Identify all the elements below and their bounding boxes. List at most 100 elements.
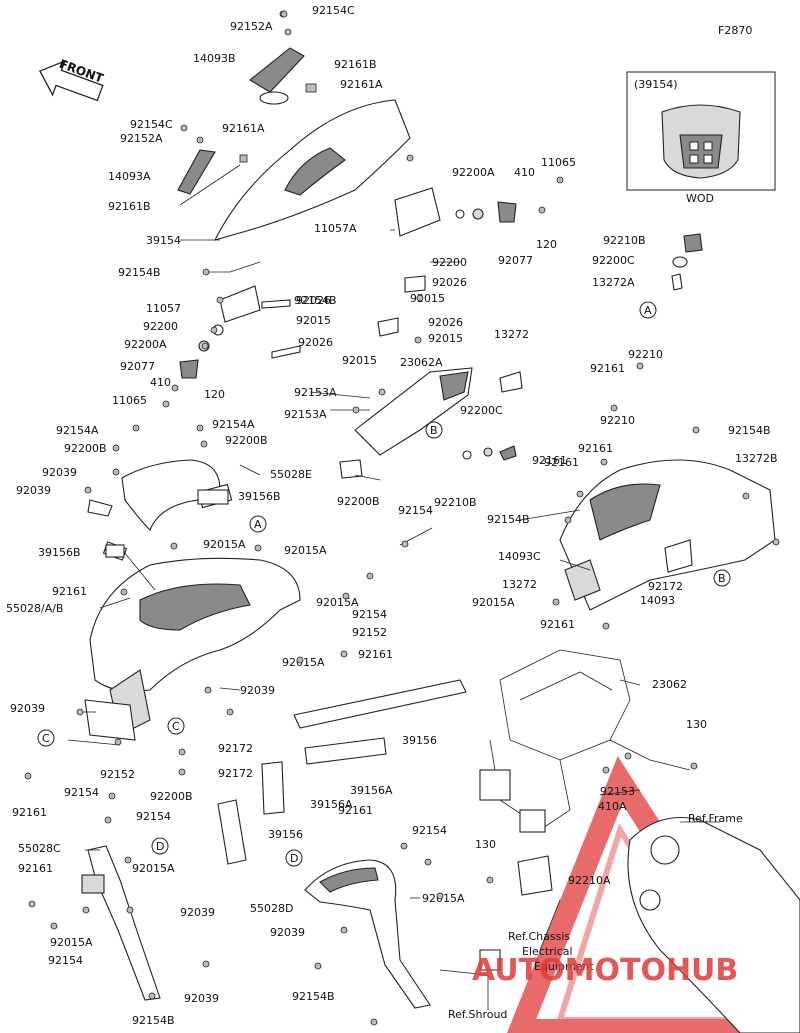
fastener-marker xyxy=(486,876,494,884)
part-label: 92161 xyxy=(12,806,47,819)
fastener-marker xyxy=(538,206,546,214)
part-label: 23062 xyxy=(652,678,687,691)
part-label: 14093 xyxy=(640,594,675,607)
part-label: 11065 xyxy=(112,394,147,407)
filler-panels-39156 xyxy=(105,489,467,865)
fastener-marker xyxy=(178,768,186,776)
part-label: 92200B xyxy=(225,434,268,447)
part-label: 92161 xyxy=(532,454,567,467)
part-label: 120 xyxy=(536,238,557,251)
top-bracket-parts xyxy=(177,10,317,195)
part-label: 55028/A/B xyxy=(6,602,63,615)
fastener-marker xyxy=(216,296,224,304)
part-label: 92172 xyxy=(218,767,253,780)
windshield-mount-brackets xyxy=(179,187,517,379)
callout-letter: B xyxy=(430,424,438,437)
part-label: 130 xyxy=(475,838,496,851)
part-label: 55028E xyxy=(270,468,312,481)
leader-lines xyxy=(67,164,720,1010)
part-label: 92200C xyxy=(460,404,503,417)
part-label: 92172 xyxy=(218,742,253,755)
watermark-text: AUTOMOTOHUB xyxy=(472,953,738,988)
part-label: 92210 xyxy=(600,414,635,427)
part-label: 11065 xyxy=(541,156,576,169)
part-label: 14093B xyxy=(193,52,236,65)
fastener-marker xyxy=(162,400,170,408)
fastener-marker xyxy=(120,588,128,596)
part-label: 92026 xyxy=(432,276,467,289)
part-label: 92200A xyxy=(452,166,495,179)
fastener-marker xyxy=(148,992,156,1000)
part-label: 120 xyxy=(204,388,225,401)
callout-letter: A xyxy=(644,304,652,317)
part-label: 14093C xyxy=(498,550,541,563)
fastener-marker xyxy=(210,326,218,334)
part-label: 92200 xyxy=(432,256,467,269)
fastener-marker xyxy=(624,752,632,760)
fastener-marker xyxy=(406,154,414,162)
fastener-marker xyxy=(104,816,112,824)
callout-letter: B xyxy=(718,572,726,585)
fastener-marker xyxy=(202,960,210,968)
part-label: 92154 xyxy=(64,786,99,799)
part-label: 92154 xyxy=(48,954,83,967)
fastener-marker xyxy=(692,426,700,434)
part-label: 92015A xyxy=(203,538,246,551)
part-label: 92161 xyxy=(52,585,87,598)
lower-bracket-55028c xyxy=(81,845,161,1001)
ref-chassis-line1: Ref.Chassis xyxy=(508,930,570,943)
part-label: 92015 xyxy=(342,354,377,367)
callout-marker: D xyxy=(285,849,303,867)
fastener-marker xyxy=(108,792,116,800)
part-label: 39156A xyxy=(310,798,353,811)
part-label: 13272B xyxy=(735,452,778,465)
part-label: 92154A xyxy=(212,418,255,431)
fastener-marker xyxy=(564,516,572,524)
part-label: 39156A xyxy=(350,784,393,797)
fastener-marker xyxy=(196,424,204,432)
callout-letter: D xyxy=(290,852,298,865)
part-label: 92015A xyxy=(282,656,325,669)
part-label: 92161B xyxy=(334,58,377,71)
part-label: 13272A xyxy=(592,276,635,289)
wod-inset xyxy=(626,71,776,191)
fastener-marker xyxy=(352,406,360,414)
callout-letter: D xyxy=(156,840,164,853)
part-label: 39156B xyxy=(238,490,281,503)
part-label: 92154B xyxy=(292,990,335,1003)
fastener-marker xyxy=(202,268,210,276)
fastener-marker xyxy=(254,544,262,552)
part-label: 92077 xyxy=(498,254,533,267)
fastener-marker xyxy=(296,656,304,664)
callout-marker: B xyxy=(425,421,443,439)
callout-marker: B xyxy=(713,569,731,587)
part-label: 92015A xyxy=(50,936,93,949)
part-label: 13272 xyxy=(494,328,529,341)
windshield-39154 xyxy=(213,99,411,241)
part-label: 92161A xyxy=(222,122,265,135)
part-label: 39154 xyxy=(146,234,181,247)
part-label: 92161 xyxy=(358,648,393,661)
part-label: 92039 xyxy=(16,484,51,497)
part-label: 130 xyxy=(686,718,707,731)
part-label: 410 xyxy=(514,166,535,179)
part-label: 92200B xyxy=(64,442,107,455)
part-label: 92026 xyxy=(298,336,333,349)
part-label: 92200B xyxy=(150,790,193,803)
part-label: 92152 xyxy=(100,768,135,781)
part-label: 55028C xyxy=(18,842,61,855)
fastener-marker xyxy=(400,842,408,850)
part-label: 92153A xyxy=(294,386,337,399)
wod-caption: WOD xyxy=(686,192,714,205)
part-label: 92015A xyxy=(316,596,359,609)
fastener-marker xyxy=(280,10,288,18)
part-label: 92039 xyxy=(270,926,305,939)
part-label: 92154 xyxy=(398,504,433,517)
stay-frame-23062 xyxy=(479,649,691,833)
fastener-marker xyxy=(600,458,608,466)
part-label: 92154B xyxy=(728,424,771,437)
part-label: 92161 xyxy=(578,442,613,455)
fastener-marker xyxy=(401,540,409,548)
fastener-marker xyxy=(342,592,350,600)
part-label: 92152A xyxy=(230,20,273,33)
